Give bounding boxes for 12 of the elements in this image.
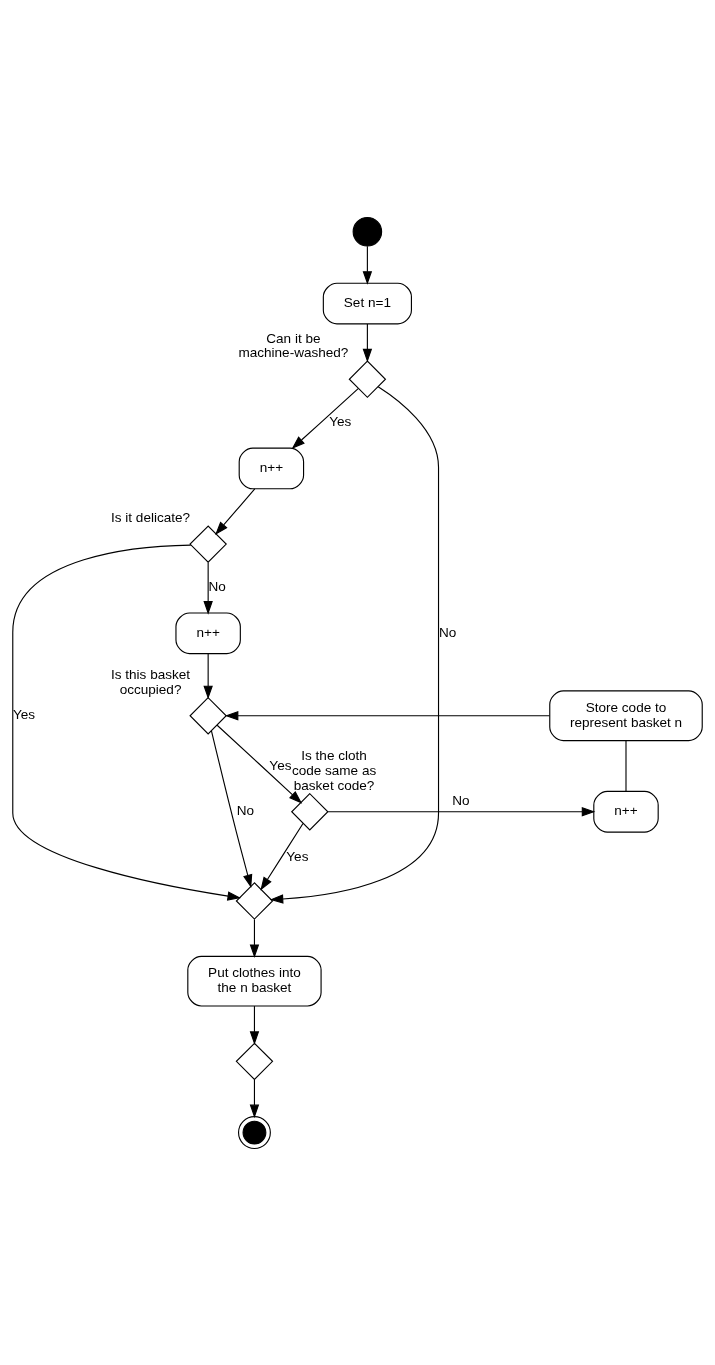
- node-label: Is it delicate?: [111, 509, 191, 525]
- edge-label: Yes: [329, 413, 352, 429]
- edge-label: No: [438, 624, 457, 640]
- edge-label: Yes: [269, 757, 292, 773]
- node-label: Is this basket occupied?: [111, 666, 191, 697]
- node-label: Can it be machine-washed?: [238, 330, 349, 360]
- edge-label: No: [452, 792, 470, 808]
- edge-label: Yes: [286, 848, 309, 864]
- node-label: Is the cloth code same as basket code?: [291, 747, 377, 793]
- edge-label: Yes: [13, 706, 36, 722]
- edge-label: No: [236, 802, 255, 818]
- edge-label: No: [208, 578, 226, 594]
